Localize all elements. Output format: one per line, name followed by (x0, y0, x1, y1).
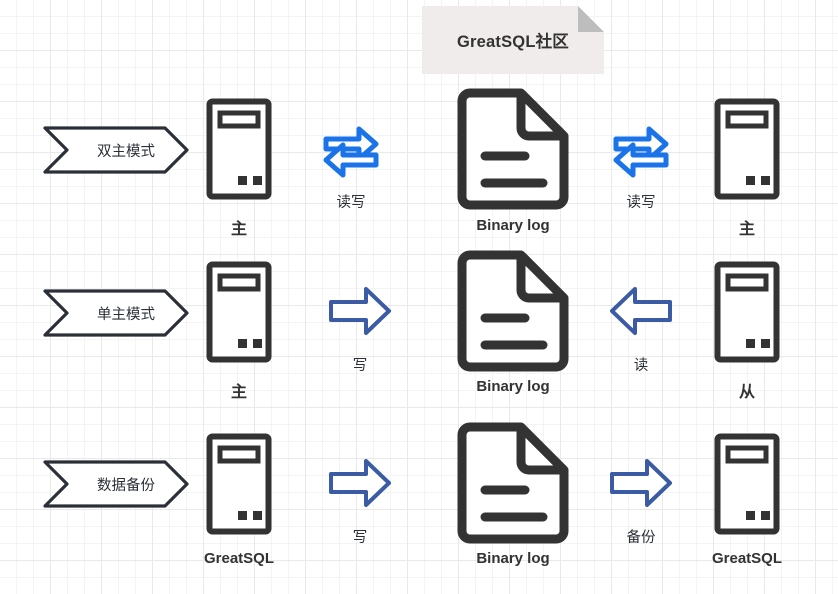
row-banner-label: 双主模式 (97, 143, 155, 160)
arrow-right-icon (329, 459, 391, 507)
arrow-left-icon (610, 287, 672, 335)
server-node-r3-left[interactable] (206, 433, 272, 535)
server-node-r3-right[interactable] (714, 433, 780, 535)
server-node-label-r3-right: GreatSQL (711, 550, 783, 567)
chevron-banner-icon (43, 289, 189, 337)
server-node-r1-left[interactable] (206, 98, 272, 200)
document-node-label-r1: Binary log (476, 217, 550, 234)
arrow-label-r3-left: 写 (352, 530, 368, 546)
server-tower-icon (206, 98, 272, 200)
row-banner-label: 数据备份 (97, 477, 155, 494)
arrow-label-r1-right: 读写 (626, 195, 656, 211)
document-node-label-r3: Binary log (476, 550, 550, 567)
note-icon (422, 6, 604, 74)
arrow-r3-left (328, 458, 392, 508)
server-node-r1-right[interactable] (714, 98, 780, 200)
exchange-arrows-icon (323, 126, 379, 178)
document-icon (457, 250, 569, 372)
server-node-label-r3-left: GreatSQL (203, 550, 275, 567)
row-banner-single-primary[interactable]: 单主模式 (42, 288, 190, 338)
server-node-label-r1-right: 主 (738, 221, 755, 238)
arrow-label-r1-left: 读写 (336, 195, 366, 211)
server-node-label-r2-right: 从 (738, 384, 755, 401)
arrow-right-icon (329, 287, 391, 335)
server-tower-icon (206, 433, 272, 535)
server-node-r2-left[interactable] (206, 261, 272, 363)
document-node-r1[interactable] (457, 88, 569, 210)
note-shape: GreatSQL社区 (422, 6, 604, 74)
server-node-label-r2-left: 主 (230, 384, 247, 401)
document-node-label-r2: Binary log (476, 378, 550, 395)
arrow-right-icon (610, 459, 672, 507)
document-node-r2[interactable] (457, 250, 569, 372)
document-icon (457, 88, 569, 210)
arrow-r2-right (609, 286, 673, 336)
row-banner-label: 单主模式 (97, 306, 155, 323)
row-banner-data-backup[interactable]: 数据备份 (42, 459, 190, 509)
arrow-r1-right (613, 126, 669, 178)
arrow-r1-left (323, 126, 379, 178)
arrow-label-r2-left: 写 (352, 358, 368, 374)
server-node-r2-right[interactable] (714, 261, 780, 363)
document-node-r3[interactable] (457, 422, 569, 544)
arrow-r3-right (609, 458, 673, 508)
document-icon (457, 422, 569, 544)
server-tower-icon (714, 261, 780, 363)
exchange-arrows-icon (613, 126, 669, 178)
chevron-banner-icon (43, 126, 189, 174)
note-title: GreatSQL社区 (456, 33, 570, 51)
server-tower-icon (714, 98, 780, 200)
chevron-banner-icon (43, 460, 189, 508)
server-tower-icon (206, 261, 272, 363)
arrow-r2-left (328, 286, 392, 336)
server-node-label-r1-left: 主 (230, 221, 247, 238)
row-banner-dual-primary[interactable]: 双主模式 (42, 125, 190, 175)
server-tower-icon (714, 433, 780, 535)
arrow-label-r3-right: 备份 (626, 530, 656, 546)
arrow-label-r2-right: 读 (633, 358, 649, 374)
